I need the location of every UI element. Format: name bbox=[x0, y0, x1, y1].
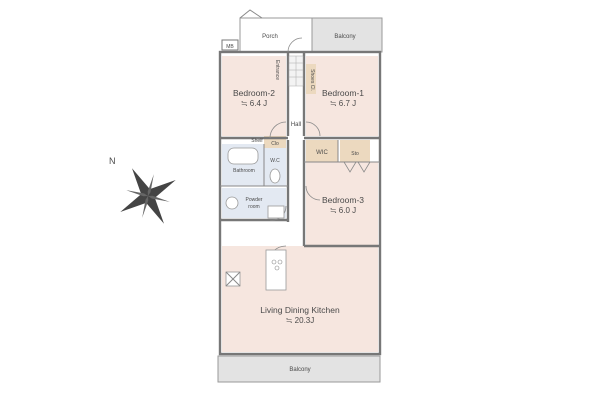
wic-label: WIC bbox=[316, 150, 328, 156]
b2-door-swing bbox=[269, 121, 287, 139]
balcony-top-label: Balcony bbox=[334, 34, 355, 40]
bedroom2-size: ≒ 6.4 J bbox=[241, 99, 267, 108]
sto-door-icon bbox=[343, 161, 357, 173]
b3-door-swing bbox=[305, 185, 321, 201]
wc-area bbox=[264, 144, 286, 186]
clo-label: Clo bbox=[271, 141, 279, 147]
sto-label: Sto bbox=[351, 151, 359, 157]
toilet-icon bbox=[269, 168, 281, 184]
porch-area bbox=[239, 17, 313, 53]
wc-label: W.C bbox=[270, 158, 280, 164]
bedroom1-area bbox=[306, 56, 378, 136]
balcony-bottom-area bbox=[217, 355, 381, 383]
bedroom3-size: ≒ 6.0 J bbox=[330, 206, 356, 215]
powder-label-2: room bbox=[248, 204, 259, 210]
balcony-bottom-label: Balcony bbox=[289, 367, 310, 373]
bedroom3-name: Bedroom-3 bbox=[322, 195, 364, 205]
entrance-label: Entrance bbox=[274, 60, 280, 80]
compass-north-label: N bbox=[109, 156, 116, 166]
wic-area bbox=[306, 140, 338, 162]
mb-label: MB bbox=[226, 44, 234, 50]
ldk-name: Living Dining Kitchen bbox=[260, 305, 340, 315]
bedroom2-name: Bedroom-2 bbox=[233, 88, 275, 98]
bathtub-icon bbox=[227, 147, 259, 165]
entry-door-swing bbox=[287, 37, 303, 53]
sto-area bbox=[340, 140, 370, 162]
sto-door-icon bbox=[357, 161, 371, 173]
washer-icon bbox=[267, 205, 285, 219]
bedroom1-size: ≒ 6.7 J bbox=[330, 99, 356, 108]
porch-corner bbox=[239, 9, 263, 19]
bedroom1-name: Bedroom-1 bbox=[322, 88, 364, 98]
sink-icon bbox=[225, 196, 239, 210]
stove-burner-icon bbox=[274, 265, 280, 271]
b1-door-swing bbox=[305, 121, 321, 137]
hall-label: Hall bbox=[291, 122, 301, 128]
bathroom-label: Bathroom bbox=[233, 168, 255, 174]
bedroom3-area bbox=[306, 162, 378, 246]
mb-box bbox=[221, 39, 239, 51]
porch-label: Porch bbox=[262, 34, 278, 40]
entrance-tiles bbox=[288, 55, 304, 87]
stove-burner-icon bbox=[271, 259, 277, 265]
balcony-top-area bbox=[311, 17, 383, 53]
compass-rose-icon bbox=[120, 168, 176, 224]
shoes-label: Shoes Cl. bbox=[309, 69, 315, 91]
ldk-area bbox=[222, 246, 378, 352]
powder-label-1: Powder bbox=[246, 197, 263, 203]
outer-wall bbox=[218, 50, 382, 356]
bedroom2-area bbox=[222, 56, 286, 136]
shelf-label: Shelf bbox=[251, 138, 263, 144]
stove-burner-icon bbox=[277, 259, 283, 265]
ldk-size: ≒ 20.3J bbox=[286, 316, 315, 325]
fridge-diagonal bbox=[225, 271, 241, 287]
shoes-area bbox=[306, 64, 316, 94]
